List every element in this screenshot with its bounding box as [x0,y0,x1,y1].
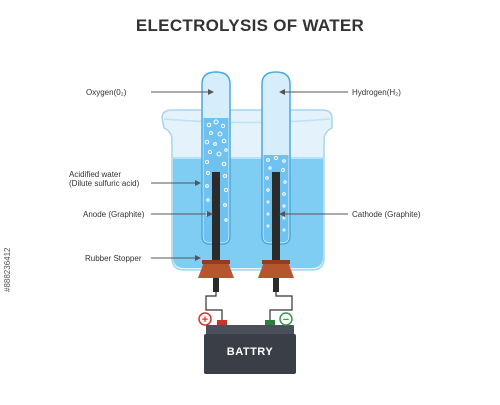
right-rubber-stopper [258,262,294,278]
anode-label: Anode (Graphite) [83,210,145,219]
cathode-electrode [272,172,280,264]
battery-label: BATTRY [226,346,274,358]
oxygen-bubbles [204,119,229,222]
left-rubber-stopper [198,262,234,278]
negative-terminal [265,320,275,326]
positive-symbol-circle [198,312,212,326]
negative-symbol-circle [279,312,293,326]
rubber-stopper-label: Rubber Stopper [85,254,142,263]
battery [204,320,296,374]
beaker-water [173,158,323,268]
positive-symbol: + [202,314,208,326]
negative-symbol: − [283,314,289,326]
stock-id: #888236412 [3,247,12,293]
oxygen-test-tube [201,71,231,264]
left-stopper-top [202,260,230,264]
right-electrode-rod [273,278,279,292]
battery-lid [206,325,294,335]
positive-terminal [217,320,227,326]
hydrogen-bubbles [265,155,287,232]
hydrogen-test-tube [261,71,291,264]
beaker-rim [163,118,331,124]
acidified-water-sublabel: (Dilute sulfuric acid) [69,179,140,188]
hydrogen-label: Hydrogen(H₂) [352,88,401,97]
oxygen-label: Oxygen(0₂) [86,88,127,97]
cathode-label: Cathode (Graphite) [352,210,421,219]
battery-body [204,334,296,374]
positive-wire [205,292,223,322]
left-electrode-rod [213,278,219,292]
acidified-water-label: Acidified water [69,170,122,179]
diagram-title: ELECTROLYSIS OF WATER [135,16,365,35]
right-stopper-top [262,260,290,264]
beaker [161,109,333,271]
negative-wire [269,292,293,322]
anode-electrode [212,172,220,264]
